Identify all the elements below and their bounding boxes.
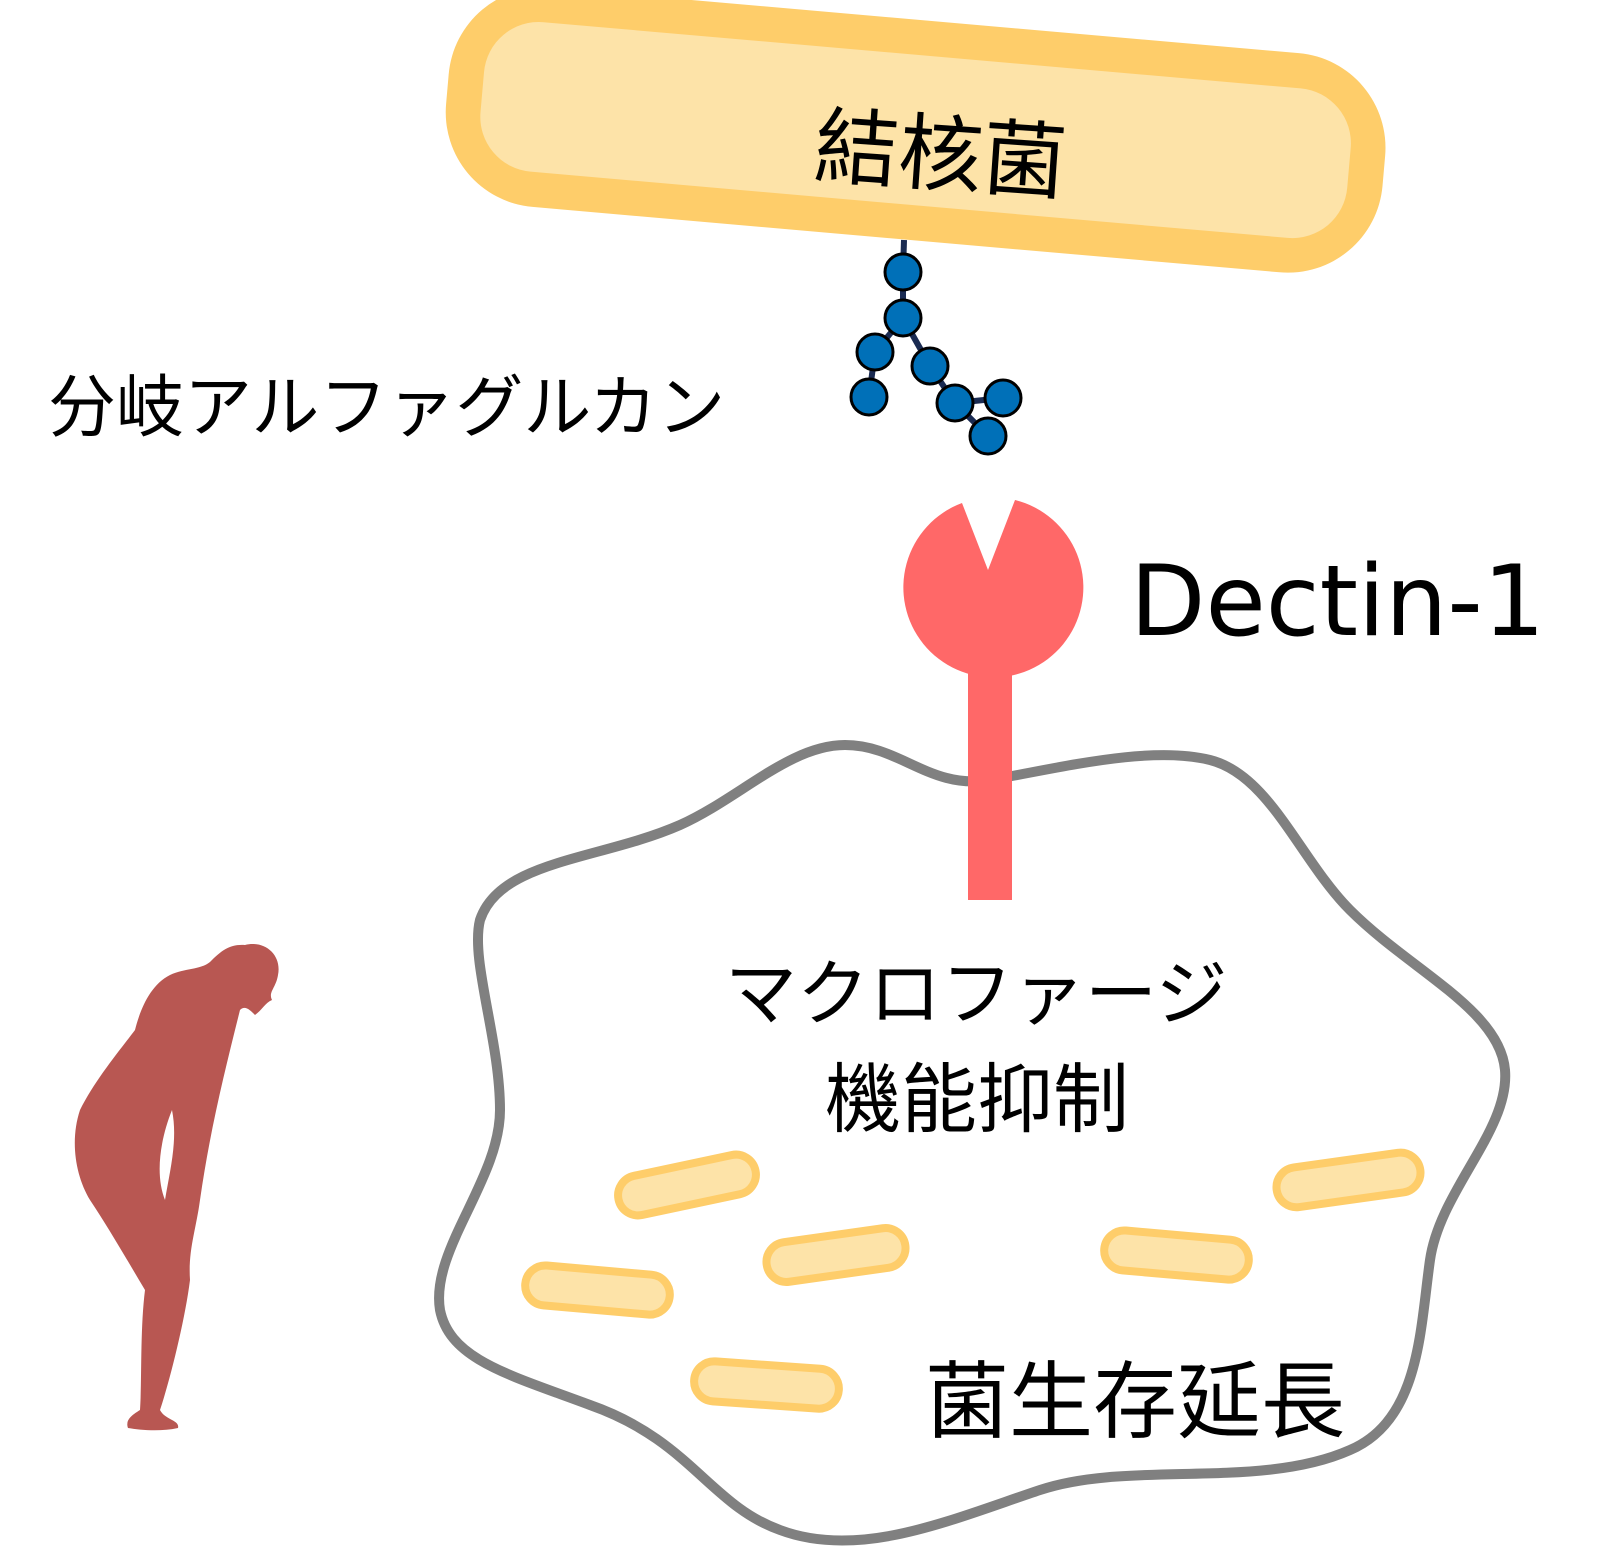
macrophage-label: マクロファージ [725,952,1228,1036]
survival-label: 菌生存延長 [925,1353,1346,1451]
receptor-label: Dectin-1 [1130,545,1546,659]
glycan-label: 分岐アルファグルカン [48,369,726,448]
glucose-unit [935,383,975,423]
glucose-unit [983,378,1023,418]
mycobacterium-large [445,0,1386,273]
function-suppression-label: 機能抑制 [825,1055,1129,1144]
branched-alpha-glucan [849,239,1023,456]
glucose-unit [883,252,923,292]
glucose-unit [910,346,950,386]
bacterium-label: 結核菌 [811,97,1070,213]
glucose-unit [968,416,1008,456]
glucose-unit [855,332,895,372]
dectin-1-receptor [903,500,1084,900]
sick-person-silhouette [74,944,279,1431]
macrophage-membrane [434,739,1511,1546]
intracellular-bacteria [521,1148,1425,1413]
glucose-unit [883,298,923,338]
glucose-unit [849,377,889,417]
